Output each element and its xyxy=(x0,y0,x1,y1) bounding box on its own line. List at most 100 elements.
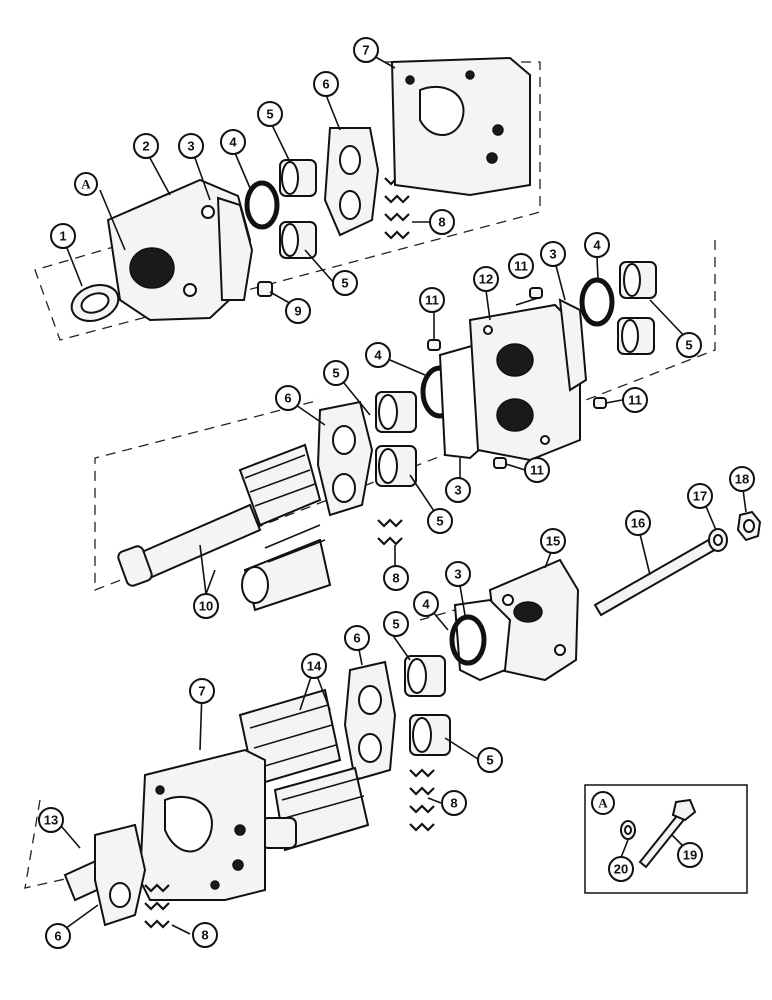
callout-4-top-label: 4 xyxy=(229,135,237,150)
bushing-top-lower-part xyxy=(279,221,317,259)
callout-10: 10 xyxy=(193,593,219,619)
gasket-top-part xyxy=(216,196,254,301)
rear-cover-part xyxy=(488,558,580,682)
callout-4-right: 4 xyxy=(584,232,610,258)
callout-19-label: 19 xyxy=(683,848,697,863)
callout-3-middle: 3 xyxy=(445,477,471,503)
callout-8-middle-label: 8 xyxy=(392,571,399,586)
callout-6-bottom-left-label: 6 xyxy=(54,929,61,944)
driven-gear-part xyxy=(241,524,332,612)
bushing-right-upper-part xyxy=(619,261,657,299)
callout-16: 16 xyxy=(625,510,651,536)
callout-5-bottom-lower: 5 xyxy=(477,747,503,773)
assembly-outline-top xyxy=(34,61,541,341)
wear-plate-bottom-left-part xyxy=(94,823,147,927)
bushing-right-lower-part xyxy=(617,317,655,355)
bushing-middle-upper-part xyxy=(375,391,417,433)
callout-5-top-lower: 5 xyxy=(332,270,358,296)
callout-8-top: 8 xyxy=(429,209,455,235)
callout-6-bottom-label: 6 xyxy=(353,631,360,646)
callout-1: 1 xyxy=(50,223,76,249)
callout-5-top-upper: 5 xyxy=(257,101,283,127)
callout-12-label: 12 xyxy=(479,272,493,287)
callout-6-top-label: 6 xyxy=(322,77,329,92)
callout-5-bottom-lower-label: 5 xyxy=(486,753,493,768)
callout-15: 15 xyxy=(540,528,566,554)
callout-14: 14 xyxy=(301,653,327,679)
callout-6-top: 6 xyxy=(313,71,339,97)
washer-part xyxy=(708,528,728,552)
o-ring-bottom-part xyxy=(449,614,487,666)
callout-5-top-upper-label: 5 xyxy=(266,107,273,122)
callout-11-b-label: 11 xyxy=(425,293,439,308)
callout-4-top: 4 xyxy=(220,129,246,155)
drive-gear-shaft-part xyxy=(117,443,322,587)
callout-8-bottom-right: 8 xyxy=(441,790,467,816)
callout-2: 2 xyxy=(133,133,159,159)
assembly-outline-middle xyxy=(94,240,716,591)
wear-plate-top-part xyxy=(323,127,380,237)
callout-3-top-label: 3 xyxy=(187,139,194,154)
spring-bottom-right-part xyxy=(409,768,435,832)
callout-5-middle-upper: 5 xyxy=(323,360,349,386)
dowel-pin-11c-part xyxy=(593,397,607,409)
callout-5-bottom-upper: 5 xyxy=(383,611,409,637)
gear-pair-lower-part xyxy=(261,766,370,852)
callout-7-bottom: 7 xyxy=(189,678,215,704)
center-section-part xyxy=(468,303,581,462)
callout-letter-a: A xyxy=(74,172,98,196)
dowel-pin-part xyxy=(257,281,273,297)
callout-14-label: 14 xyxy=(307,659,322,674)
bushing-bottom-lower-part xyxy=(409,714,451,756)
callout-16-label: 16 xyxy=(631,516,645,531)
callout-6-middle-label: 6 xyxy=(284,391,291,406)
callout-2-label: 2 xyxy=(142,139,149,154)
callout-4-middle-label: 4 xyxy=(374,348,382,363)
callout-11-c: 11 xyxy=(622,387,648,413)
callout-13-label: 13 xyxy=(44,813,58,828)
bushing-middle-lower-part xyxy=(375,445,417,487)
dowel-pin-11d-part xyxy=(493,457,507,469)
callout-9-label: 9 xyxy=(294,304,301,319)
spring-bottom-left-part xyxy=(144,883,170,929)
bushing-top-upper-part xyxy=(279,159,317,197)
callout-5-middle-upper-label: 5 xyxy=(332,366,339,381)
callout-15-label: 15 xyxy=(546,534,560,549)
stud-bolt-part xyxy=(593,536,720,617)
callout-4-bottom: 4 xyxy=(413,591,439,617)
callout-7-top-label: 7 xyxy=(362,43,369,58)
inset-letter-a: A xyxy=(591,791,615,815)
body-housing-bottom-part xyxy=(138,748,266,901)
callout-5-middle-lower-label: 5 xyxy=(436,514,443,529)
callout-18-label: 18 xyxy=(735,472,749,487)
inset-letter-a-label: A xyxy=(598,796,608,811)
callout-7-top: 7 xyxy=(353,37,379,63)
callout-8-top-label: 8 xyxy=(438,215,445,230)
callout-11-c-label: 11 xyxy=(628,393,642,408)
wear-plate-middle-part xyxy=(316,400,374,517)
callout-3-right-label: 3 xyxy=(549,247,556,262)
callout-7-bottom-label: 7 xyxy=(198,684,205,699)
front-cover-part xyxy=(106,178,252,322)
callout-letter-a-label: A xyxy=(81,177,91,192)
callout-10-label: 10 xyxy=(199,599,213,614)
callout-6-middle: 6 xyxy=(275,385,301,411)
callout-9: 9 xyxy=(285,298,311,324)
o-ring-right-part xyxy=(579,277,615,327)
callout-17: 17 xyxy=(687,483,713,509)
callout-3-bottom-label: 3 xyxy=(454,567,461,582)
callout-11-d: 11 xyxy=(524,457,550,483)
dowel-pin-11a-part xyxy=(427,339,441,351)
inset-bolt-part xyxy=(638,798,697,869)
bushing-bottom-upper-part xyxy=(404,655,446,697)
callout-5-bottom-upper-label: 5 xyxy=(392,617,399,632)
callout-11-a: 11 xyxy=(508,253,534,279)
callout-4-middle: 4 xyxy=(365,342,391,368)
callout-11-b: 11 xyxy=(419,287,445,313)
callout-11-d-label: 11 xyxy=(530,463,544,478)
callout-20: 20 xyxy=(608,856,634,882)
callout-20-label: 20 xyxy=(614,862,628,877)
o-ring-top-part xyxy=(244,180,280,230)
body-housing-top-part xyxy=(390,56,531,197)
